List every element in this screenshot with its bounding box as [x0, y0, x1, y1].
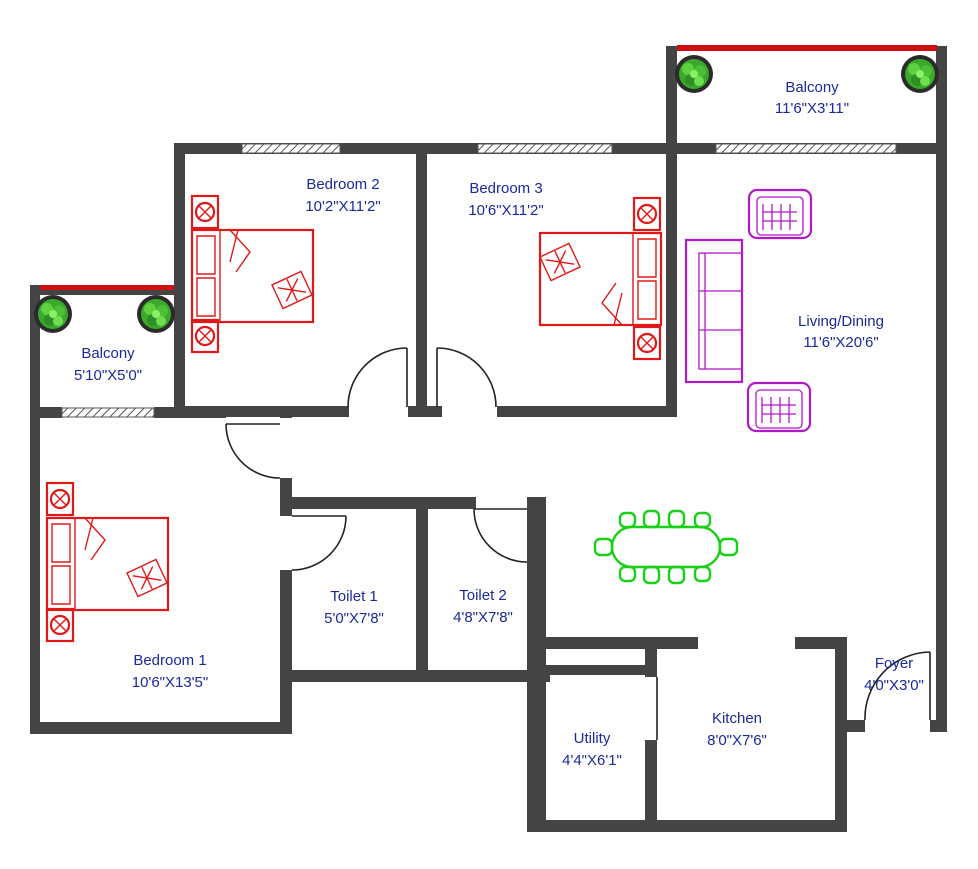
- room-name-toilet-1: Toilet 1: [330, 588, 378, 605]
- window-icon: [241, 143, 341, 154]
- plant-icon: [901, 55, 939, 93]
- door-swing-icon: [225, 423, 281, 479]
- plant-icon: [137, 295, 175, 333]
- door-swing-icon: [864, 651, 931, 721]
- door-swing-icon: [473, 508, 528, 563]
- room-size-bedroom-3: 10'6"X11'2": [468, 202, 543, 219]
- window-icon: [715, 143, 897, 154]
- room-size-living: 11'6"X20'6": [803, 334, 878, 351]
- plant-icon: [675, 55, 713, 93]
- room-size-utility: 4'4"X6'1": [562, 752, 622, 769]
- window-icon: [61, 407, 155, 418]
- door-swing-icon: [436, 347, 497, 408]
- armchair-icon: [747, 188, 813, 240]
- bed-icon: [45, 481, 170, 643]
- room-size-toilet-1: 5'0"X7'8": [324, 610, 384, 627]
- balcony-rail: [677, 45, 937, 51]
- room-name-balcony-left: Balcony: [81, 345, 135, 362]
- room-name-bedroom-3: Bedroom 3: [469, 180, 542, 197]
- room-name-utility: Utility: [574, 730, 611, 747]
- room-name-kitchen: Kitchen: [712, 710, 762, 727]
- door-swing-icon: [347, 347, 408, 408]
- plant-icon: [34, 295, 72, 333]
- room-name-balcony-top: Balcony: [785, 79, 839, 96]
- room-size-bedroom-2: 10'2"X11'2": [305, 198, 380, 215]
- door-swing-icon: [291, 515, 347, 571]
- dining-table-icon: [593, 509, 739, 585]
- window-icon: [477, 143, 613, 154]
- windows: [40, 45, 937, 418]
- room-labels: Balcony 11'6"X3'11" Bedroom 2 10'2"X11'2…: [74, 79, 924, 769]
- sofa-icon: [684, 238, 744, 384]
- bed-icon: [190, 194, 315, 354]
- room-name-bedroom-1: Bedroom 1: [133, 652, 206, 669]
- room-size-balcony-top: 11'6"X3'11": [775, 100, 849, 117]
- room-name-foyer: Foyer: [875, 655, 913, 672]
- doors: [225, 347, 931, 740]
- room-name-toilet-2: Toilet 2: [459, 587, 507, 604]
- room-name-bedroom-2: Bedroom 2: [306, 176, 379, 193]
- balcony-rail: [40, 285, 174, 290]
- room-size-kitchen: 8'0"X7'6": [707, 732, 767, 749]
- room-size-toilet-2: 4'8"X7'8": [453, 609, 513, 626]
- bed-icon: [538, 196, 663, 361]
- armchair-icon: [746, 381, 812, 433]
- room-name-living: Living/Dining: [798, 313, 884, 330]
- room-size-bedroom-1: 10'6"X13'5": [132, 674, 208, 691]
- room-size-balcony-left: 5'10"X5'0": [74, 367, 142, 384]
- room-size-foyer: 4'0"X3'0": [864, 677, 924, 694]
- walls: [30, 46, 947, 832]
